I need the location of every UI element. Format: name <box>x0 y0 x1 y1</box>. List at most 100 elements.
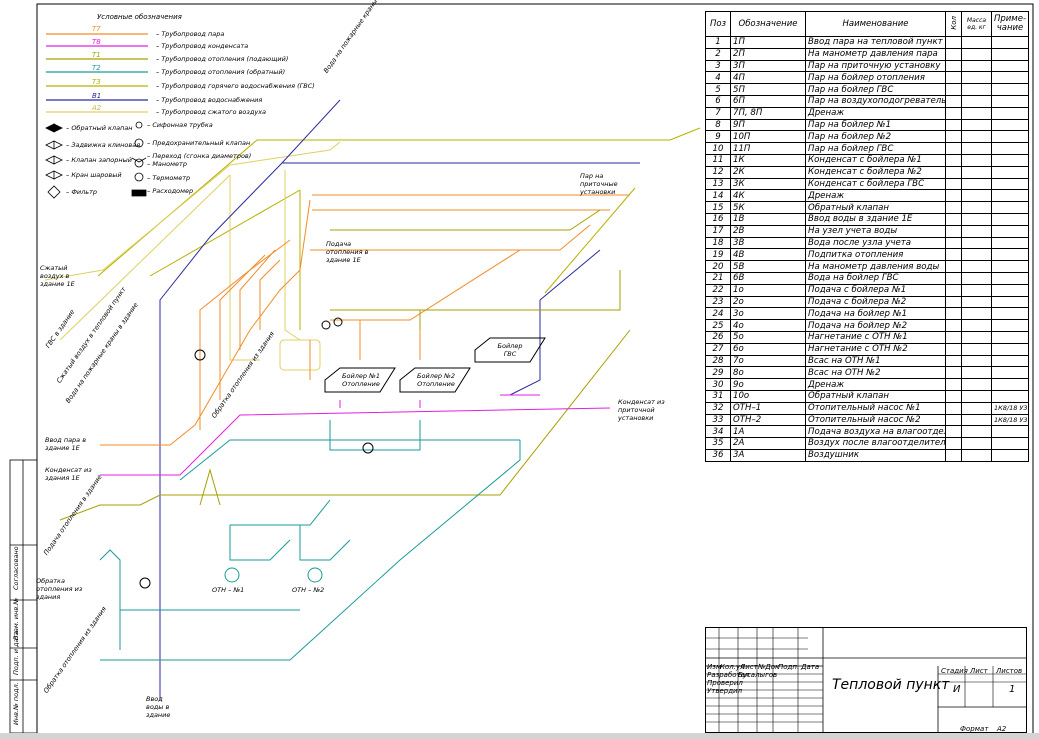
legend-symbols <box>45 121 147 199</box>
spec-note <box>991 260 1029 273</box>
tb-role-developer: Разработал <box>707 671 750 679</box>
legend-samples <box>46 33 148 113</box>
spec-note: 1К8/18 У31 <box>991 401 1029 415</box>
spec-pos: 3 <box>705 59 731 73</box>
legend-symbol-label: – Обратный клапан <box>66 124 133 132</box>
spec-qty <box>945 271 962 285</box>
spec-mass <box>961 106 992 120</box>
spec-note <box>991 342 1029 356</box>
spec-designation: 2К <box>730 165 806 179</box>
spec-pos: 7 <box>705 106 731 120</box>
spec-name: Пар на бойлер №1 <box>805 118 946 132</box>
spec-designation: 1К <box>730 153 806 167</box>
spec-name: Подача на бойлер №2 <box>805 319 946 332</box>
spec-qty <box>945 437 962 450</box>
spec-pos: 20 <box>705 260 731 273</box>
spec-note <box>991 106 1029 120</box>
legend-symbol-label: – Задвижка клиновая <box>66 141 141 149</box>
stamp-vzam-inv: Взам. инв.№ <box>12 597 20 640</box>
spec-mass <box>961 342 992 356</box>
tb-col-list: Лист <box>740 663 758 671</box>
spec-mass <box>961 212 992 226</box>
spec-designation: 3П <box>730 59 806 73</box>
spec-name: Нагнетание с ОТН №2 <box>805 342 946 356</box>
spec-note <box>991 189 1029 203</box>
spec-designation: 6о <box>730 342 806 356</box>
spec-name: Подпитка отопления <box>805 248 946 262</box>
boiler-2 <box>399 367 471 393</box>
spec-note <box>991 295 1029 309</box>
tb-format: А2 <box>997 725 1007 733</box>
spec-note <box>991 330 1029 344</box>
spec-mass <box>961 366 992 380</box>
spec-pos: 1 <box>705 36 731 49</box>
spec-name: Пар на бойлер ГВС <box>805 83 946 96</box>
spec-designation: 2В <box>730 224 806 238</box>
tb-role-approver: Утвердил <box>707 687 743 695</box>
spec-pos: 33 <box>705 413 731 427</box>
spec-qty <box>945 189 962 203</box>
spec-col-qty: Кол <box>945 11 962 37</box>
spec-name: Ввод пара на тепловой пункт <box>805 36 946 49</box>
spec-pos: 14 <box>705 189 731 203</box>
spec-qty <box>945 401 962 415</box>
spec-pos: 12 <box>705 165 731 179</box>
label-water-in: Ввод воды в здание <box>146 695 171 719</box>
spec-mass <box>961 118 992 132</box>
tb-role-checker: Проверил <box>707 679 743 687</box>
thermometer-icon <box>362 442 374 454</box>
spec-pos: 11 <box>705 153 731 167</box>
tb-col-doc: №Док <box>758 663 780 671</box>
spec-pos: 9 <box>705 130 731 144</box>
spec-note <box>991 36 1029 49</box>
spec-mass <box>961 189 992 203</box>
spec-pos: 16 <box>705 212 731 226</box>
pump-2 <box>307 567 323 583</box>
tb-sheets-label: Листов <box>996 667 1023 675</box>
spec-mass <box>961 224 992 238</box>
spec-pos: 2 <box>705 47 731 61</box>
legend-title: Условные обозначения <box>97 13 182 21</box>
spec-designation: 1В <box>730 212 806 226</box>
legend-symbol-label: – Кран шаровый <box>66 171 122 179</box>
legend-symbol-label: – Термометр <box>147 174 191 182</box>
pipe-a2 <box>44 141 341 371</box>
pipe-t8 <box>100 394 611 476</box>
spec-note <box>991 389 1029 403</box>
svg-text:B1: B1 <box>92 92 101 100</box>
svg-text:T8: T8 <box>92 38 101 46</box>
spec-header-row: Поз Обозначение Наименование Кол Масса е… <box>705 11 1029 37</box>
spec-pos: 25 <box>705 319 731 332</box>
spec-pos: 32 <box>705 401 731 415</box>
spec-name: Подача на бойлер №1 <box>805 307 946 321</box>
spec-name: Воздух после влагоотделителя <box>805 437 946 450</box>
stamp-inv-podl: Инв.№ подл. <box>12 682 20 725</box>
spec-designation: 6П <box>730 94 806 108</box>
spec-note <box>991 153 1029 167</box>
spec-note <box>991 130 1029 144</box>
spec-col-mass: Масса ед. кг <box>961 11 992 37</box>
tb-col-kol: Кол.уч <box>720 663 745 671</box>
spec-name: Пар на бойлер ГВС <box>805 142 946 155</box>
bottom-strip <box>0 733 1039 739</box>
legend-symbol-label: – Клапан запорный <box>66 156 133 164</box>
spec-note <box>991 83 1029 96</box>
spec-note <box>991 165 1029 179</box>
spec-name: Пар на воздухоподогреватель <box>805 94 946 108</box>
spec-designation: 5К <box>730 201 806 214</box>
legend-symbol-label: – Манометр <box>147 160 187 168</box>
spec-designation: 3В <box>730 236 806 250</box>
spec-pos: 8 <box>705 118 731 132</box>
